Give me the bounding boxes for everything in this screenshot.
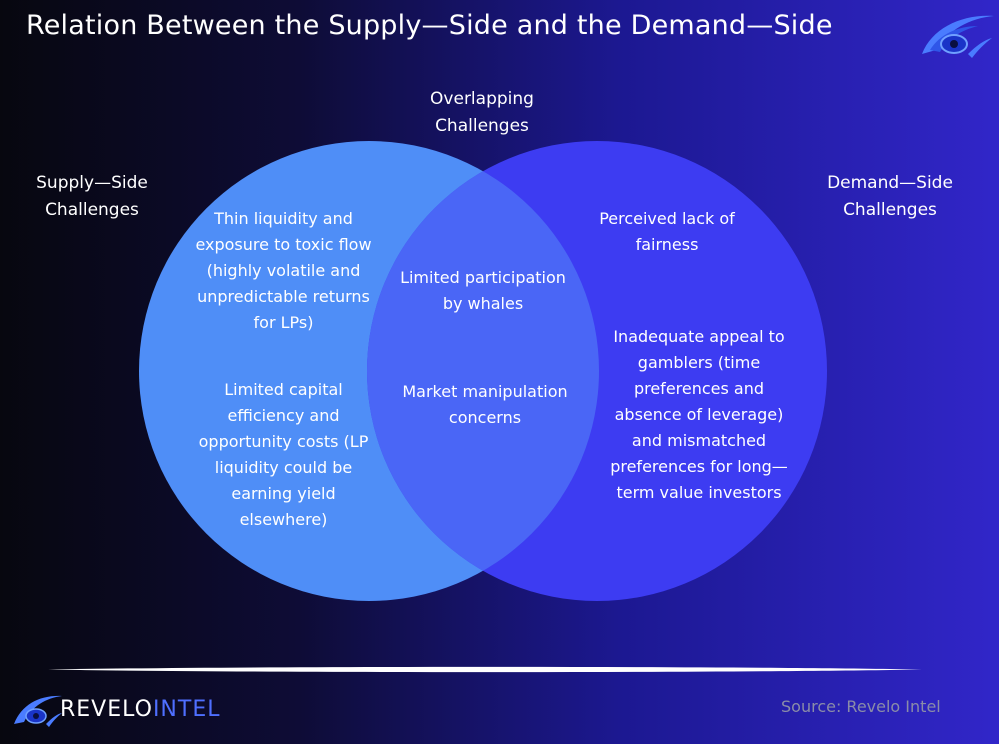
supply-item-liquidity: Thin liquidity and exposure to toxic flo… <box>195 209 372 332</box>
revelo-logo-icon <box>922 15 994 58</box>
overlap-label: Overlapping Challenges <box>430 89 534 136</box>
overlap-region <box>367 141 599 601</box>
revelo-footer-logo-icon <box>14 695 62 727</box>
footer-divider <box>48 666 922 673</box>
source-note: Source: Revelo Intel <box>781 697 941 716</box>
supply-side-label: Supply—Side Challenges <box>36 173 148 220</box>
page-title: Relation Between the Supply—Side and the… <box>26 10 833 41</box>
demand-side-label: Demand—Side Challenges <box>827 173 953 220</box>
demand-item-fairness: Perceived lack of fairness <box>599 209 735 254</box>
overlap-item-whales: Limited participation by whales <box>400 268 566 313</box>
supply-item-capital-efficiency: Limited capital efficiency and opportuni… <box>198 380 369 529</box>
demand-item-appeal: Inadequate appeal to gamblers (time pref… <box>610 327 788 502</box>
brand-wordmark: REVELOINTEL <box>60 697 221 722</box>
overlap-item-manipulation: Market manipulation concerns <box>402 382 568 427</box>
